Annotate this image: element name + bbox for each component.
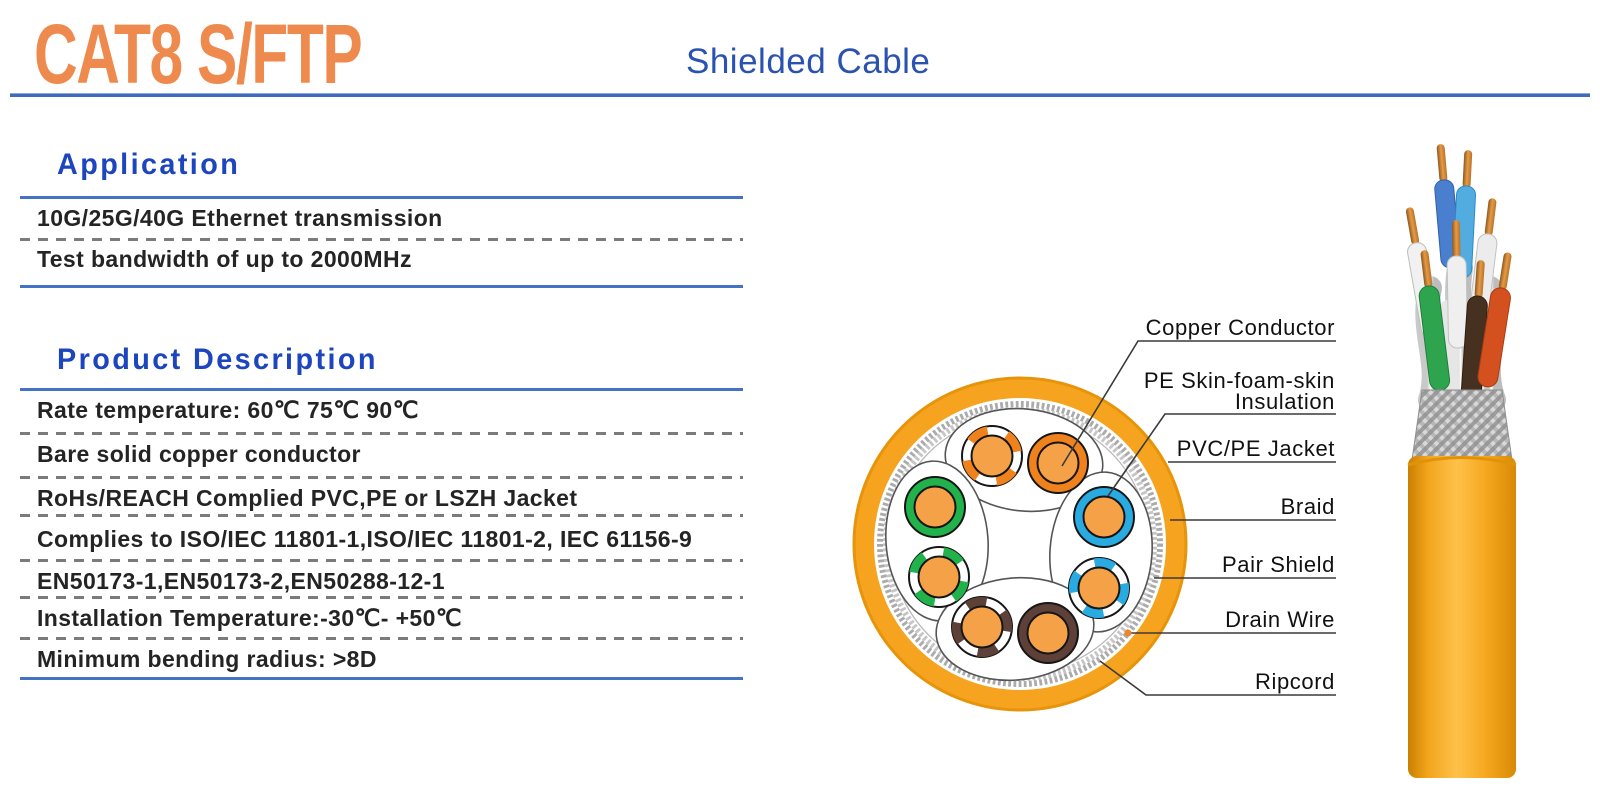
label-pe-insulation: PE Skin-foam-skin Insulation: [1143, 368, 1335, 414]
product-dash-4: [20, 559, 743, 562]
application-heading: Application: [57, 148, 241, 181]
label-pe-line2: Insulation: [1234, 389, 1335, 414]
wire-tips: [1405, 144, 1512, 405]
page-title: CAT8 S/FTP: [34, 7, 363, 101]
spec-row: Installation Temperature:-30℃- +50℃: [37, 605, 463, 631]
wire-orange: [1477, 252, 1512, 388]
label-copper-conductor: Copper Conductor: [1145, 315, 1335, 340]
product-rule-bottom: [20, 677, 743, 680]
product-dash-3: [20, 514, 743, 517]
spec-row: Minimum bending radius: >8D: [37, 646, 377, 672]
product-dash-2: [20, 476, 743, 479]
application-item: 10G/25G/40G Ethernet transmission: [37, 205, 443, 231]
application-item: Test bandwidth of up to 2000MHz: [37, 246, 412, 272]
pair-brown: [951, 596, 1079, 664]
label-pair-shield: Pair Shield: [1222, 552, 1335, 577]
pair-blue: [1068, 486, 1135, 619]
application-rule-top: [20, 196, 743, 199]
pair-green: [904, 476, 970, 608]
spec-row: RoHs/REACH Complied PVC,PE or LSZH Jacke…: [37, 485, 578, 511]
pe-insulation-line: [1107, 413, 1336, 497]
spec-row: Rate temperature: 60℃ 75℃ 90℃: [37, 397, 419, 423]
spec-row: EN50173-1,EN50173-2,EN50288-12-1: [37, 568, 445, 594]
label-braid: Braid: [1280, 494, 1335, 519]
label-ripcord: Ripcord: [1254, 669, 1335, 694]
application-dash-1: [20, 238, 743, 241]
label-pe-line1: PE Skin-foam-skin: [1143, 368, 1335, 393]
product-description-heading: Product Description: [57, 343, 378, 376]
label-drain-wire: Drain Wire: [1225, 607, 1335, 632]
jacket-cylinder: [1407, 456, 1517, 778]
product-rule-top: [20, 388, 743, 391]
pair-orange: [961, 425, 1089, 494]
page-subtitle: Shielded Cable: [686, 42, 931, 81]
product-dash-6: [20, 637, 743, 640]
drain-wire-dot: [1124, 629, 1132, 637]
label-pvc-pe-jacket: PVC/PE Jacket: [1176, 436, 1335, 461]
product-dash-5: [20, 596, 743, 599]
wire-green: [1418, 250, 1451, 391]
diagram-pointer-lines: [1061, 340, 1336, 696]
spec-row: Complies to ISO/IEC 11801-1,ISO/IEC 1180…: [37, 526, 693, 552]
copper-conductor-line: [1061, 340, 1336, 467]
product-dash-1: [20, 432, 743, 435]
header-divider: [10, 93, 1590, 97]
braid-section: [1411, 389, 1513, 461]
ripcord-line: [1099, 660, 1336, 696]
application-rule-bottom: [20, 285, 743, 288]
spec-row: Bare solid copper conductor: [37, 441, 361, 467]
cable-3d-illustration: [1405, 144, 1517, 778]
cable-cross-section-diagram: [852, 376, 1188, 712]
